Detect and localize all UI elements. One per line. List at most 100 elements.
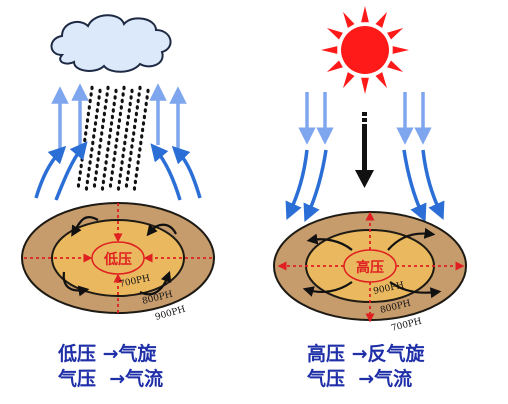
raindrop bbox=[91, 140, 95, 146]
right-caption-line2: 气压 →气流 bbox=[307, 368, 413, 390]
raindrop bbox=[129, 150, 133, 156]
raindrop bbox=[122, 147, 126, 152]
raindrop bbox=[81, 150, 85, 156]
sun-ray bbox=[361, 6, 369, 23]
sun-ray bbox=[343, 11, 355, 28]
raindrop bbox=[83, 137, 87, 143]
raindrop bbox=[106, 85, 110, 91]
right-caption-line1: 高压 →反气旋 bbox=[307, 343, 425, 365]
raindrop bbox=[126, 170, 130, 175]
raindrop bbox=[107, 140, 111, 146]
raindrop bbox=[101, 124, 105, 130]
sun-ray bbox=[326, 28, 343, 40]
raindrop bbox=[121, 153, 125, 159]
raindrop bbox=[130, 88, 134, 94]
raindrop bbox=[108, 134, 112, 139]
raindrop bbox=[135, 166, 139, 172]
raindrop bbox=[119, 166, 123, 172]
left-caption-line2: 气压 →气流 bbox=[58, 368, 164, 390]
raindrop bbox=[93, 176, 97, 182]
raindrop bbox=[124, 134, 128, 139]
sun-ray bbox=[375, 72, 387, 89]
raindrop bbox=[129, 95, 133, 100]
wind-arrow bbox=[146, 223, 177, 237]
left-panel: 低压 700PH 800PH 900PH bbox=[21, 14, 215, 323]
raindrop bbox=[115, 137, 119, 143]
raindrop bbox=[124, 183, 129, 188]
raindrop bbox=[100, 186, 105, 191]
raindrop bbox=[98, 144, 102, 149]
raindrop bbox=[105, 92, 109, 97]
raindrop bbox=[125, 121, 130, 126]
raindrop bbox=[109, 176, 113, 182]
raindrop bbox=[96, 101, 100, 107]
left-updraft-arrows bbox=[34, 83, 202, 201]
raindrop bbox=[116, 131, 120, 136]
right-panel: 高压 900PH 800PH 700PH bbox=[273, 6, 467, 334]
inflow-arrow bbox=[150, 143, 182, 201]
cyclone-wind-arrows bbox=[62, 216, 177, 297]
raindrop bbox=[82, 144, 86, 149]
raindrop bbox=[122, 85, 126, 91]
raindrop bbox=[131, 137, 135, 143]
raindrop bbox=[87, 166, 91, 172]
raindrop bbox=[117, 179, 121, 185]
subsidence-arrow bbox=[355, 112, 374, 188]
raindrop bbox=[125, 176, 129, 182]
raindrop bbox=[143, 108, 147, 113]
sun-ray bbox=[387, 60, 404, 72]
raindrop bbox=[76, 183, 81, 188]
sun-ray bbox=[375, 11, 387, 28]
raindrop bbox=[135, 105, 139, 110]
raindrop bbox=[110, 170, 114, 175]
raindrop bbox=[97, 95, 101, 100]
outflow-arrow bbox=[402, 149, 427, 222]
raindrop bbox=[117, 118, 122, 123]
wind-arrow bbox=[71, 216, 99, 237]
raindrop bbox=[139, 140, 143, 146]
raindrop bbox=[138, 85, 142, 91]
outflow-arrow bbox=[303, 149, 328, 222]
raindrop bbox=[112, 157, 116, 162]
raindrop bbox=[134, 111, 138, 117]
raindrop bbox=[95, 108, 99, 113]
raindrop bbox=[127, 108, 131, 113]
raindrop bbox=[141, 121, 146, 126]
raindrop bbox=[113, 150, 117, 156]
raindrop bbox=[101, 118, 106, 123]
outflow-arrow bbox=[421, 149, 445, 220]
raindrop bbox=[88, 98, 92, 104]
raindrop bbox=[94, 114, 98, 120]
sun-ray bbox=[321, 46, 338, 54]
pressure-gradient-arrows bbox=[277, 211, 465, 323]
raindrop bbox=[109, 127, 113, 133]
anticyclone-wind-arrows bbox=[302, 227, 442, 299]
raindrop bbox=[100, 131, 104, 136]
raindrop bbox=[105, 153, 109, 159]
raindrop bbox=[133, 124, 137, 130]
raindrop bbox=[84, 186, 89, 191]
sun-icon bbox=[321, 6, 409, 94]
raindrop bbox=[132, 131, 136, 136]
raindrop bbox=[137, 153, 141, 159]
raindrop bbox=[89, 92, 93, 97]
raindrop bbox=[146, 88, 150, 94]
raindrop bbox=[101, 179, 105, 185]
raindrop bbox=[136, 98, 140, 104]
raindrop bbox=[130, 144, 134, 149]
raindrop bbox=[114, 88, 118, 94]
raindrop bbox=[126, 114, 130, 120]
sun-ray bbox=[387, 28, 404, 40]
raindrop bbox=[111, 163, 115, 169]
raindrop bbox=[93, 127, 97, 133]
raindrop bbox=[103, 166, 107, 172]
raindrop bbox=[85, 179, 89, 185]
wind-arrow bbox=[389, 281, 442, 299]
raindrop bbox=[95, 163, 99, 169]
wind-arrow bbox=[139, 270, 172, 296]
raindrop bbox=[134, 173, 138, 178]
cloud-icon bbox=[50, 14, 172, 73]
inflow-arrow bbox=[34, 145, 67, 199]
raindrop bbox=[137, 92, 141, 97]
